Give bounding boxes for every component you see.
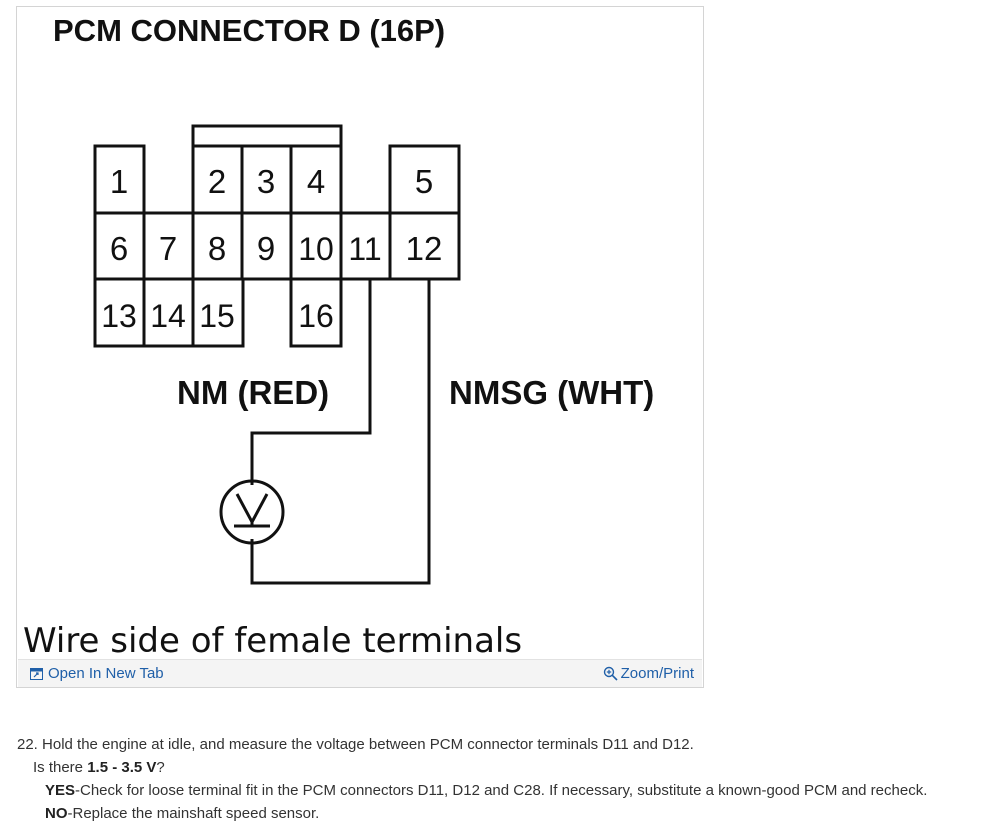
no-branch: NO-Replace the mainshaft speed sensor.: [17, 802, 987, 825]
no-text: -Replace the mainshaft speed sensor.: [67, 805, 320, 822]
step-question: Is there 1.5 - 3.5 V?: [17, 756, 987, 779]
zoom-in-icon: [603, 666, 618, 681]
zoom-print-label: Zoom/Print: [620, 665, 694, 682]
terminal-4: 4: [307, 163, 325, 200]
figure-footer: Open In New Tab Zoom/Print: [18, 659, 702, 687]
question-suffix: ?: [156, 759, 165, 776]
terminal-3: 3: [257, 163, 275, 200]
yes-label: YES: [45, 782, 76, 799]
terminal-9: 9: [257, 230, 275, 267]
step-instruction: 22. Hold the engine at idle, and measure…: [17, 736, 694, 753]
yes-text: -Check for loose terminal fit in the PCM…: [75, 782, 928, 799]
terminal-10: 10: [298, 231, 334, 267]
meter-wiring: [250, 279, 431, 585]
new-tab-icon: [30, 667, 43, 680]
wire-label-nmsg: NMSG (WHT): [449, 374, 654, 411]
voltmeter-icon: [219, 479, 285, 545]
terminal-1: 1: [110, 163, 128, 200]
figure-frame: PCM CONNECTOR D (16P) 1 2 3 4 5 6 7: [16, 6, 704, 688]
connector-body: [93, 124, 461, 348]
open-in-new-tab-link[interactable]: Open In New Tab: [30, 665, 164, 682]
question-value: 1.5 - 3.5 V: [87, 759, 157, 776]
diagram-title: PCM CONNECTOR D (16P): [53, 13, 445, 48]
figure-caption: Wire side of female terminals: [23, 621, 522, 659]
terminal-15: 15: [199, 298, 235, 334]
terminal-7: 7: [159, 230, 177, 267]
wire-label-nm: NM (RED): [177, 374, 329, 411]
no-label: NO: [45, 805, 68, 822]
terminal-5: 5: [415, 163, 433, 200]
troubleshooting-step: 22. Hold the engine at idle, and measure…: [17, 733, 987, 825]
terminal-6: 6: [110, 230, 128, 267]
open-in-new-tab-label: Open In New Tab: [48, 665, 164, 682]
yes-branch: YES-Check for loose terminal fit in the …: [17, 779, 987, 802]
terminal-11: 11: [348, 231, 381, 267]
terminal-8: 8: [208, 230, 226, 267]
connector-diagram: PCM CONNECTOR D (16P) 1 2 3 4 5 6 7: [23, 13, 654, 659]
zoom-print-link[interactable]: Zoom/Print: [603, 665, 694, 682]
terminal-12: 12: [406, 230, 443, 267]
terminal-14: 14: [150, 298, 186, 334]
terminal-2: 2: [208, 163, 226, 200]
question-prefix: Is there: [33, 759, 88, 776]
terminal-13: 13: [101, 298, 137, 334]
terminal-16: 16: [298, 298, 334, 334]
